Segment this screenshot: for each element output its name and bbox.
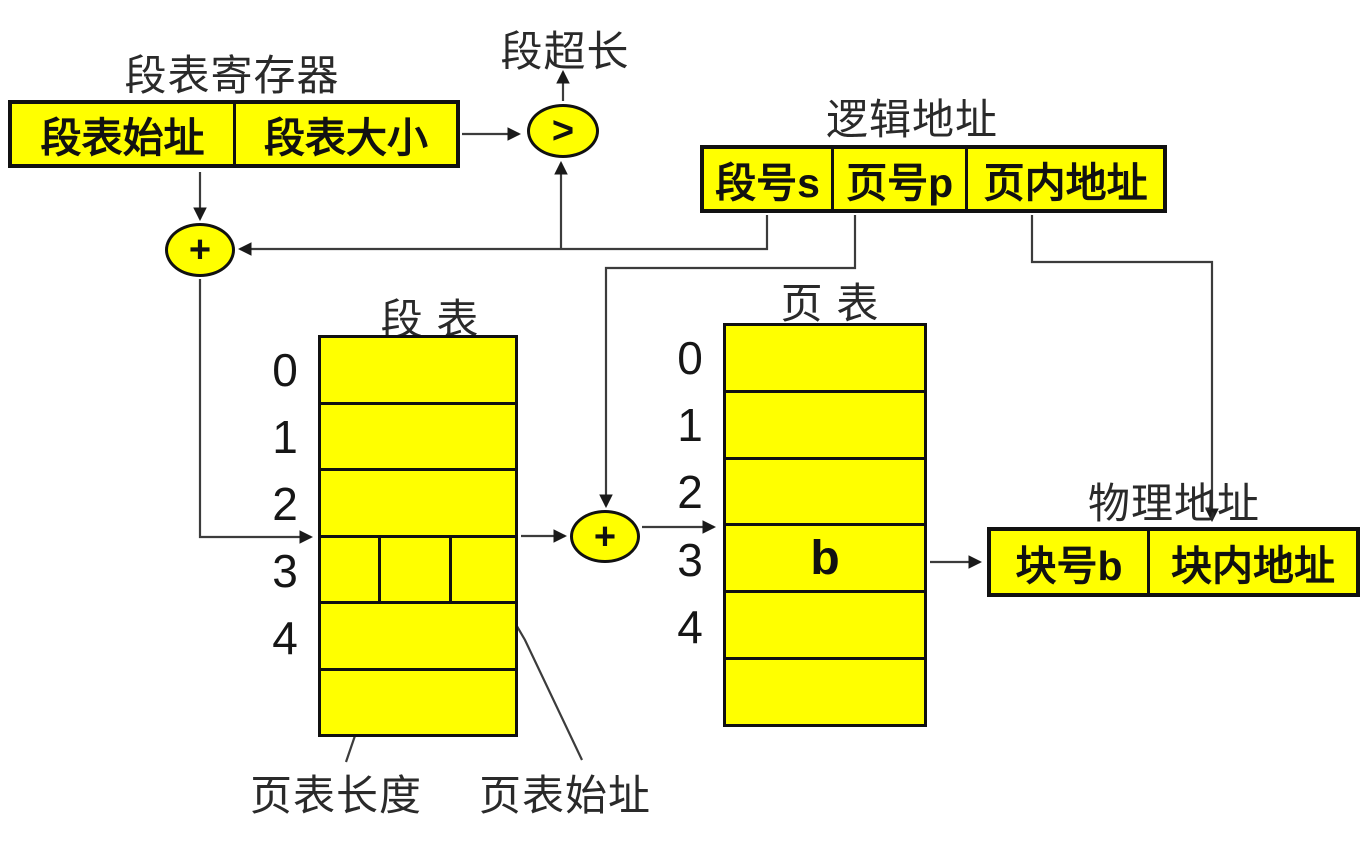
- segment-row3-divider-1: [378, 538, 381, 601]
- page-row-label-0: 0: [677, 332, 703, 384]
- page-number-field: 页号p: [831, 149, 965, 209]
- page-table-title: 页 表: [780, 280, 880, 327]
- page-row-label-1: 1: [677, 399, 703, 451]
- block-offset-field: 块内地址: [1147, 531, 1356, 593]
- segment-row-label-1: 1: [272, 411, 298, 463]
- page-row-label-4: 4: [677, 601, 703, 653]
- segment-row-label-2: 2: [272, 478, 298, 530]
- arrow-adder1-to-segment-row3: [198, 279, 314, 544]
- comparator-circle: >: [527, 104, 599, 158]
- segment-row-label-0: 0: [272, 344, 298, 396]
- wire-page-number-to-adder2: [599, 215, 857, 509]
- page-table-row: [726, 590, 924, 657]
- segment-table-row: [321, 338, 515, 402]
- segment-table-size-field: 段表大小: [233, 104, 456, 164]
- page-row-label-2: 2: [677, 466, 703, 518]
- segment-row-label-3: 3: [272, 545, 298, 597]
- wire-page-offset-to-physical: [1030, 215, 1219, 523]
- segment-table: [318, 335, 518, 737]
- segment-table-row: [321, 601, 515, 668]
- logical-address-title: 逻辑地址: [825, 96, 999, 143]
- adder2-circle: +: [570, 510, 640, 563]
- segment-overflow-label: 段超长: [500, 28, 630, 75]
- page-table-row: [726, 657, 924, 724]
- segment-row3-divider-2: [449, 538, 452, 601]
- segment-register-title: 段表寄存器: [124, 52, 340, 99]
- block-number-entry: b: [810, 531, 840, 585]
- adder1-circle: +: [165, 223, 235, 277]
- physical-address-title: 物理地址: [1087, 480, 1261, 527]
- logical-address-box: 段号s 页号p 页内地址: [700, 145, 1167, 213]
- segment-row-label-4: 4: [272, 612, 298, 664]
- page-table-row: [726, 389, 924, 457]
- segment-register-box: 段表始址 段表大小: [8, 100, 460, 168]
- segment-number-field: 段号s: [715, 160, 820, 206]
- wire-segment-number-to-adder1: [237, 215, 769, 256]
- segment-table-row: [321, 667, 515, 735]
- page-row-label-3: 3: [677, 534, 703, 586]
- segment-table-row: [321, 401, 515, 469]
- segment-table-row-3: [321, 534, 515, 602]
- segment-table-start-field: 段表始址: [40, 115, 205, 161]
- page-table-row: [726, 456, 924, 524]
- segment-table-row: [321, 468, 515, 535]
- page-table-length-label: 页表长度: [249, 772, 423, 819]
- page-offset-field: 页内地址: [965, 149, 1163, 209]
- block-number-field: 块号b: [1015, 543, 1123, 589]
- page-table-start-label: 页表始址: [478, 772, 652, 819]
- page-table-row-3: b: [726, 523, 924, 590]
- page-table-row: [726, 326, 924, 390]
- physical-address-box: 块号b 块内地址: [987, 527, 1360, 597]
- page-table: b: [723, 323, 927, 727]
